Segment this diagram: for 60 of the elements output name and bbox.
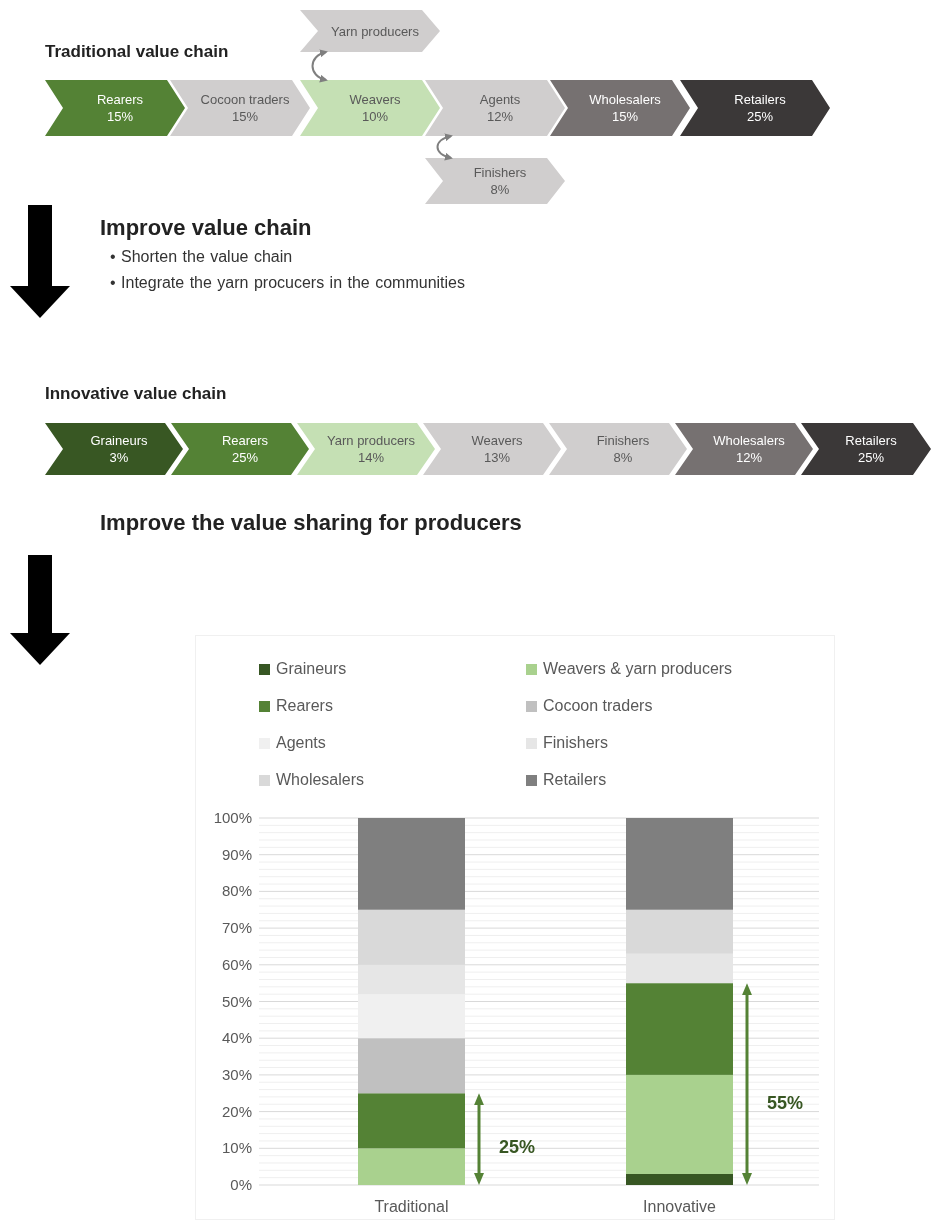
step-heading: Improve value chain — [100, 215, 312, 241]
axis-tick-label: 50% — [221, 992, 252, 1010]
category-label: Traditional — [373, 1198, 450, 1216]
legend-label: Wholesalers — [276, 771, 365, 789]
bullet-item: • Shorten the value chain — [110, 248, 293, 266]
step-label: Cocoon traders — [199, 91, 290, 108]
share-value: 8% — [489, 181, 510, 198]
bullet-item: • Integrate the yarn procucers in the communities — [110, 274, 465, 292]
share-value: 8% — [612, 449, 633, 466]
step-label: Weavers — [348, 91, 401, 108]
legend-label: Graineurs — [276, 660, 347, 678]
step-label: Retailers — [733, 91, 786, 108]
share-value: 10% — [361, 108, 388, 125]
legend-label: Rearers — [276, 697, 333, 715]
axis-tick-label: 100% — [213, 809, 252, 826]
category-label: Innovative — [642, 1198, 717, 1216]
cycle-arrow — [311, 50, 328, 82]
share-value: 13% — [483, 449, 510, 466]
step-label: Finishers — [472, 164, 527, 181]
share-value: 15% — [231, 108, 258, 125]
legend-label: Retailers — [543, 771, 607, 789]
step-label: Weavers — [470, 432, 523, 449]
share-value: 25% — [746, 108, 773, 125]
step-heading: Improve the value sharing for producers — [100, 510, 522, 536]
step-label: Yarn producers — [326, 432, 415, 449]
axis-tick-label: 30% — [221, 1065, 252, 1083]
section-heading: Innovative value chain — [45, 384, 227, 404]
legend-label: Cocoon traders — [543, 697, 653, 715]
share-value: 3% — [108, 449, 129, 466]
axis-tick-label: 0% — [230, 1176, 252, 1193]
section-heading: Traditional value chain — [45, 42, 229, 62]
share-value: 12% — [735, 449, 762, 466]
share-value: 14% — [357, 449, 384, 466]
axis-tick-label: 10% — [221, 1139, 252, 1157]
annotation-label: 25% — [499, 1137, 536, 1159]
step-label: Wholesalers — [712, 432, 785, 449]
step-label: Agents — [478, 91, 521, 108]
axis-tick-label: 80% — [221, 882, 252, 900]
cycle-arrow — [436, 133, 453, 161]
annotation-label: 55% — [767, 1093, 804, 1115]
axis-tick-label: 90% — [221, 845, 252, 863]
share-value: 15% — [611, 108, 638, 125]
share-value: 15% — [106, 108, 133, 125]
share-value: 25% — [231, 449, 258, 466]
legend-label: Agents — [276, 734, 326, 752]
share-value: 25% — [857, 449, 884, 466]
legend-label: Weavers & yarn producers — [543, 660, 733, 678]
share-value: 12% — [486, 108, 513, 125]
step-label: Rearers — [95, 91, 144, 108]
axis-tick-label: 40% — [221, 1029, 252, 1047]
step-label: Yarn producers — [330, 22, 419, 40]
step-label: Wholesalers — [588, 91, 661, 108]
axis-tick-label: 60% — [221, 955, 252, 973]
axis-tick-label: 20% — [221, 1102, 252, 1120]
legend-label: Finishers — [543, 734, 608, 752]
step-label: Finishers — [595, 432, 650, 449]
axis-tick-label: 70% — [221, 919, 252, 937]
step-label: Graineurs — [89, 432, 148, 449]
step-label: Rearers — [220, 432, 269, 449]
step-label: Retailers — [844, 432, 897, 449]
